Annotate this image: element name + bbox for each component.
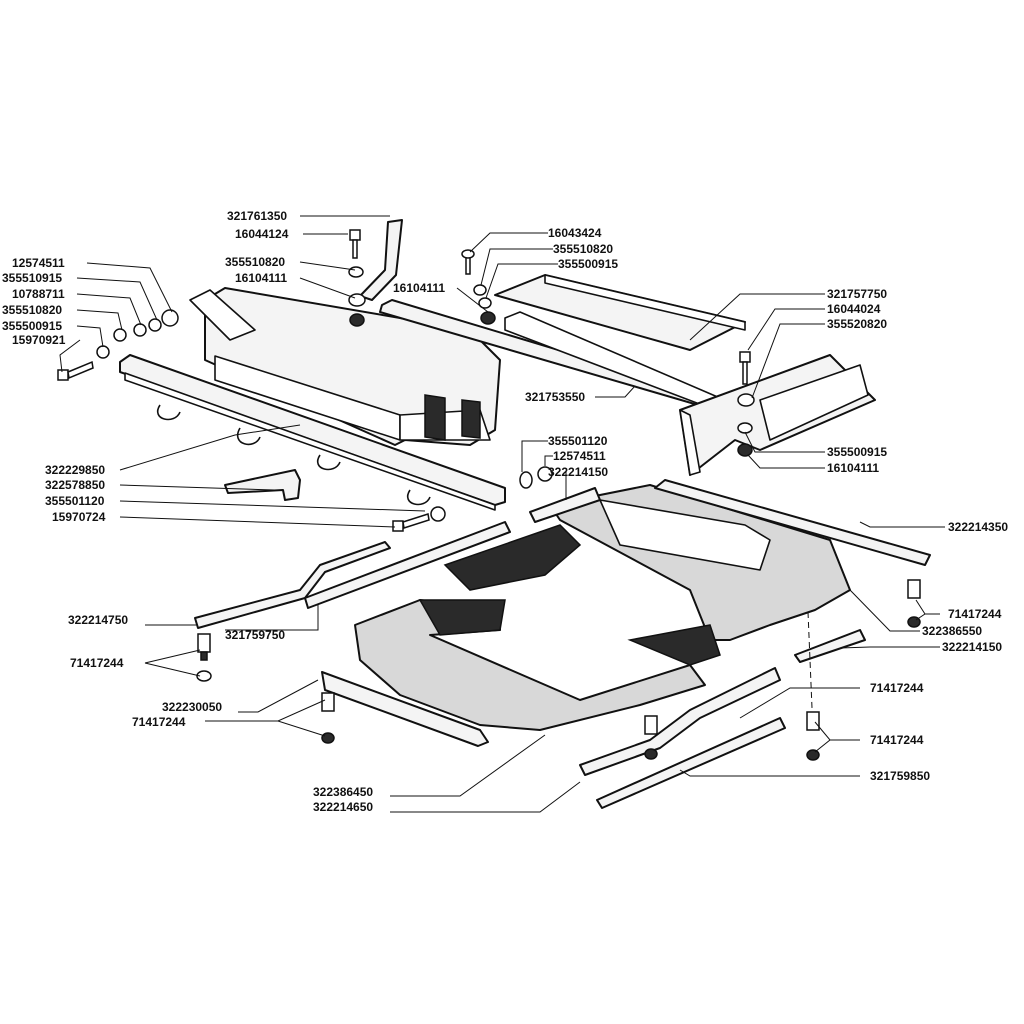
label-355520820: 355520820 bbox=[827, 317, 887, 331]
label-71417244-b: 71417244 bbox=[70, 656, 124, 670]
upper-bracket bbox=[359, 219, 403, 301]
label-16104111-a: 16104111 bbox=[235, 271, 287, 285]
label-16044024: 16044024 bbox=[827, 302, 881, 316]
label-16043424: 16043424 bbox=[548, 226, 602, 240]
straight-strip-right bbox=[596, 717, 786, 809]
label-322214150-b: 322214150 bbox=[942, 640, 1002, 654]
label-12574511-b: 12574511 bbox=[553, 449, 606, 463]
side-rail bbox=[119, 354, 506, 511]
label-322578850: 322578850 bbox=[45, 478, 105, 492]
label-355510820-b: 355510820 bbox=[2, 303, 62, 317]
bracket bbox=[224, 469, 301, 501]
label-321761350: 321761350 bbox=[227, 209, 287, 223]
label-71417244-e: 71417244 bbox=[870, 733, 924, 747]
long-strip-right bbox=[654, 479, 931, 566]
strip-upper bbox=[529, 487, 601, 523]
label-322214350: 322214350 bbox=[948, 520, 1008, 534]
label-322230050: 322230050 bbox=[162, 700, 222, 714]
strip-lower-left bbox=[321, 671, 489, 747]
label-10788711: 10788711 bbox=[12, 287, 65, 301]
bent-strip-left bbox=[194, 541, 391, 629]
label-322386550: 322386550 bbox=[922, 624, 982, 638]
label-16044124: 16044124 bbox=[235, 227, 289, 241]
bent-strip-right bbox=[579, 667, 781, 776]
part-labels: 321761350 16044124 355510820 16104111 12… bbox=[2, 209, 1008, 814]
label-321759750: 321759750 bbox=[225, 628, 285, 642]
label-322386450: 322386450 bbox=[313, 785, 373, 799]
hardware-fasteners bbox=[57, 229, 921, 761]
label-15970724: 15970724 bbox=[52, 510, 106, 524]
strip-right bbox=[794, 629, 866, 663]
straight-strip-left bbox=[304, 521, 511, 609]
label-321759850: 321759850 bbox=[870, 769, 930, 783]
label-321757750: 321757750 bbox=[827, 287, 887, 301]
label-355510820-a: 355510820 bbox=[225, 255, 285, 269]
label-71417244-c: 71417244 bbox=[870, 681, 924, 695]
label-16104111-b: 16104111 bbox=[393, 281, 445, 295]
label-71417244-a: 71417244 bbox=[948, 607, 1002, 621]
label-15970921: 15970921 bbox=[12, 333, 66, 347]
label-355500915-b: 355500915 bbox=[558, 257, 618, 271]
label-355500915-a: 355500915 bbox=[2, 319, 62, 333]
label-355501120-a: 355501120 bbox=[548, 434, 608, 448]
right-housing bbox=[679, 354, 876, 476]
label-322214750: 322214750 bbox=[68, 613, 128, 627]
label-322229850: 322229850 bbox=[45, 463, 105, 477]
floor-pan bbox=[549, 484, 851, 641]
label-355501120-b: 355501120 bbox=[45, 494, 105, 508]
floor-panel bbox=[354, 524, 721, 731]
leader-lines bbox=[59, 215, 945, 813]
label-355510915: 355510915 bbox=[2, 271, 62, 285]
cover-panel-edge bbox=[544, 274, 746, 331]
battery-box bbox=[189, 287, 501, 446]
label-71417244-d: 71417244 bbox=[132, 715, 186, 729]
label-322214650: 322214650 bbox=[313, 800, 373, 814]
label-321753550: 321753550 bbox=[525, 390, 585, 404]
label-16104111-c: 16104111 bbox=[827, 461, 879, 475]
label-355500915-c: 355500915 bbox=[827, 445, 887, 459]
label-12574511-a: 12574511 bbox=[12, 256, 65, 270]
label-322214150-a: 322214150 bbox=[548, 465, 608, 479]
label-355510820-c: 355510820 bbox=[553, 242, 613, 256]
